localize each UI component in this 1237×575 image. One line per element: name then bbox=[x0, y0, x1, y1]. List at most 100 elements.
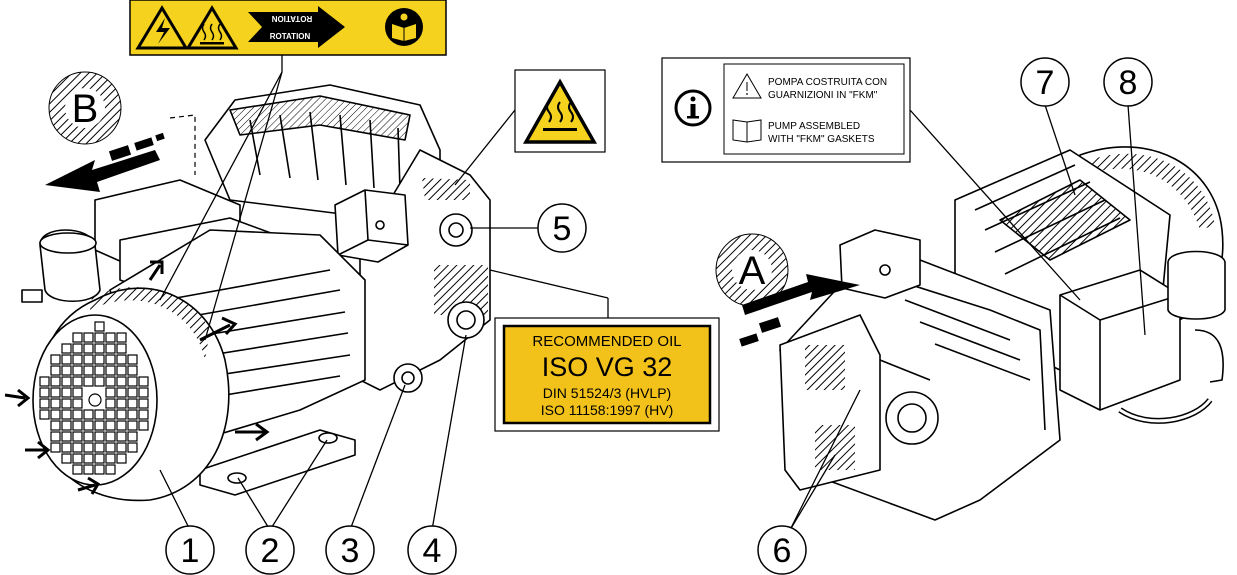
callout-8: 8 bbox=[1103, 57, 1153, 107]
grille-hole bbox=[127, 442, 138, 453]
grille-hole bbox=[127, 420, 138, 431]
grille-hole bbox=[50, 387, 61, 398]
svg-text:3: 3 bbox=[341, 532, 360, 570]
grille-hole bbox=[50, 354, 61, 365]
callout-3: 3 bbox=[325, 525, 375, 575]
grille-hole bbox=[72, 365, 83, 376]
grille-hole bbox=[72, 409, 83, 420]
oil-label-line4: ISO 11158:1997 (HV) bbox=[541, 402, 674, 418]
grille-hole bbox=[105, 442, 116, 453]
grille-hole bbox=[39, 409, 50, 420]
callout-7: 7 bbox=[1020, 57, 1070, 107]
grille-hole bbox=[94, 420, 105, 431]
grille-hole bbox=[138, 398, 149, 409]
grille-hole bbox=[50, 409, 61, 420]
grille-hole bbox=[116, 398, 127, 409]
svg-text:1: 1 bbox=[181, 532, 200, 570]
grille-hole bbox=[105, 398, 116, 409]
grille-hole bbox=[61, 398, 72, 409]
grille-hole bbox=[94, 343, 105, 354]
grille-hole bbox=[127, 376, 138, 387]
grille-hole bbox=[72, 398, 83, 409]
gasket-label-line3: PUMP ASSEMBLED bbox=[768, 121, 860, 132]
grille-hole bbox=[138, 420, 149, 431]
grille-hole bbox=[105, 431, 116, 442]
grille-hole bbox=[94, 409, 105, 420]
grille-hole bbox=[61, 365, 72, 376]
grille-hole bbox=[138, 376, 149, 387]
grille-hole bbox=[50, 431, 61, 442]
callout-6: 6 bbox=[757, 525, 807, 575]
grille-hole bbox=[61, 376, 72, 387]
grille-hole bbox=[39, 376, 50, 387]
grille-hole bbox=[72, 453, 83, 464]
grille-hole bbox=[61, 343, 72, 354]
grille-hole bbox=[94, 431, 105, 442]
grille-hole bbox=[50, 398, 61, 409]
svg-text:7: 7 bbox=[1036, 64, 1055, 102]
grille-hole bbox=[61, 431, 72, 442]
hot-surface-icon bbox=[185, 5, 239, 50]
svg-text:6: 6 bbox=[773, 532, 792, 570]
grille-hole bbox=[105, 409, 116, 420]
grille-hole bbox=[105, 453, 116, 464]
grille-hole bbox=[116, 354, 127, 365]
oil-label-line2: ISO VG 32 bbox=[542, 352, 673, 382]
grille-hole bbox=[105, 354, 116, 365]
grille-hole bbox=[50, 420, 61, 431]
grille-hole bbox=[83, 343, 94, 354]
rotation-arrow-icon bbox=[248, 6, 345, 48]
airflow-arrows bbox=[4, 260, 270, 495]
rotation-text-mirrored: ROTATION bbox=[271, 14, 312, 23]
grille-hole bbox=[83, 354, 94, 365]
grille-hole bbox=[39, 398, 50, 409]
grille-hole bbox=[50, 376, 61, 387]
grille-hole bbox=[116, 332, 127, 343]
grille-hole bbox=[116, 409, 127, 420]
grille-hole bbox=[72, 420, 83, 431]
grille-hole bbox=[105, 332, 116, 343]
grille-hole bbox=[127, 387, 138, 398]
grille-hole bbox=[116, 376, 127, 387]
grille-hole bbox=[94, 332, 105, 343]
fan-grille-holes bbox=[39, 321, 149, 475]
grille-hole bbox=[61, 442, 72, 453]
grille-hole bbox=[127, 409, 138, 420]
callout-2: 2 bbox=[245, 525, 295, 575]
grille-hole bbox=[83, 431, 94, 442]
leader-lines-left bbox=[159, 55, 609, 531]
grille-hole bbox=[83, 464, 94, 475]
view-b-badge: B bbox=[48, 71, 122, 145]
rotation-text: ROTATION bbox=[270, 32, 311, 41]
grille-hole bbox=[83, 409, 94, 420]
grille-hole bbox=[116, 387, 127, 398]
hot-surface-label bbox=[514, 69, 606, 153]
grille-hole bbox=[72, 387, 83, 398]
grille-hole bbox=[72, 442, 83, 453]
grille-hole bbox=[116, 343, 127, 354]
gasket-label-line4: WITH "FKM" GASKETS bbox=[768, 134, 875, 145]
svg-text:5: 5 bbox=[553, 210, 572, 248]
callout-5: 5 bbox=[537, 203, 587, 253]
rotation-warning-label: ROTATION ROTATION bbox=[129, 0, 447, 56]
grille-hole bbox=[72, 376, 83, 387]
grille-hole bbox=[61, 453, 72, 464]
grille-hole bbox=[83, 420, 94, 431]
grille-hole bbox=[72, 431, 83, 442]
view-a-letter: A bbox=[739, 249, 766, 293]
grille-hole bbox=[83, 365, 94, 376]
grille-hole bbox=[116, 431, 127, 442]
grille-hole bbox=[116, 365, 127, 376]
grille-hole bbox=[127, 431, 138, 442]
gasket-label-line2: GUARNIZIONI IN "FKM" bbox=[768, 90, 878, 101]
grille-hole bbox=[116, 442, 127, 453]
grille-hole bbox=[105, 464, 116, 475]
grille-hole bbox=[61, 354, 72, 365]
grille-hole bbox=[72, 332, 83, 343]
grille-hole bbox=[61, 387, 72, 398]
grille-hole bbox=[127, 354, 138, 365]
grille-hole bbox=[83, 453, 94, 464]
oil-label-line1: RECOMMENDED OIL bbox=[532, 333, 681, 350]
grille-hole bbox=[72, 343, 83, 354]
